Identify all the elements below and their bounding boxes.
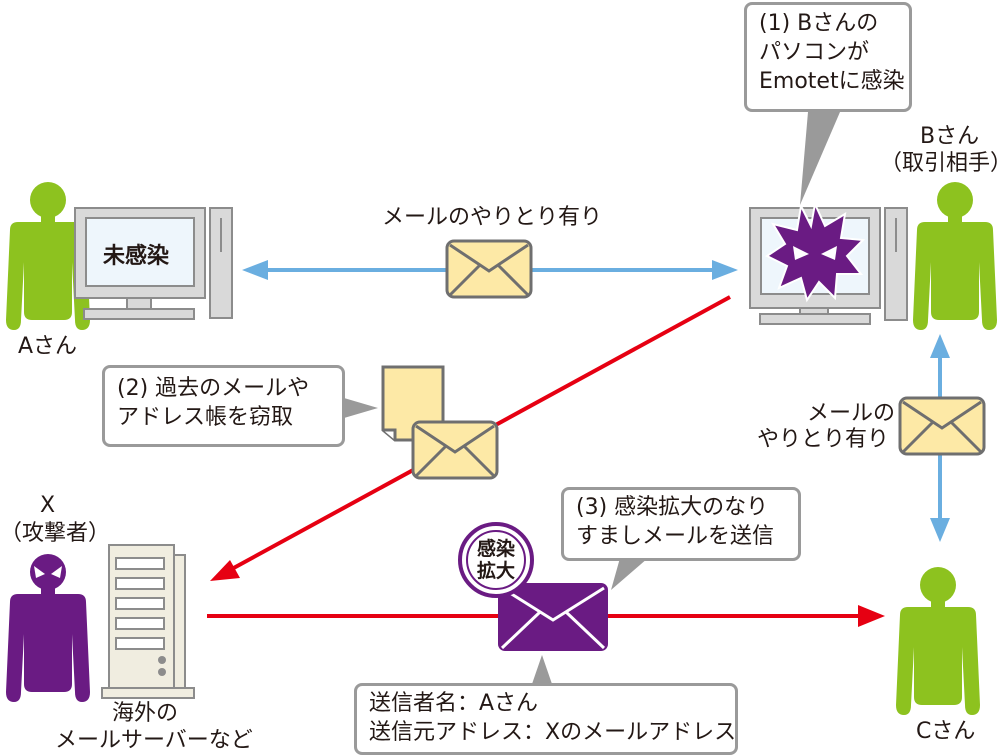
callout-spoof-tail bbox=[532, 655, 552, 684]
callout-step3: (3) 感染拡大のなり すましメールを送信 bbox=[561, 487, 801, 561]
callout-step2-line1: (2) 過去のメールや bbox=[117, 376, 310, 401]
server-icon bbox=[101, 544, 195, 699]
callout-step3-line1: (3) 感染拡大のなり bbox=[576, 495, 769, 520]
badge-line2: 拡大 bbox=[476, 560, 515, 582]
attacker-role-label: （攻撃者） bbox=[0, 521, 111, 546]
attacker-x-icon bbox=[6, 554, 90, 702]
callout-spoof-line2: 送信元アドレス：Xのメールアドレス bbox=[369, 720, 737, 745]
callout-1-tail bbox=[800, 112, 840, 205]
server-label-2: メールサーバーなど bbox=[55, 728, 253, 753]
callout-spoofed-sender: 送信者名：Aさん 送信元アドレス：Xのメールアドレス bbox=[354, 683, 738, 755]
exchange-label-b-c-2: やりとり有り bbox=[757, 427, 890, 452]
server-label-1: 海外の bbox=[112, 701, 179, 726]
callout-spoof-line1: 送信者名：Aさん bbox=[369, 691, 539, 716]
callout-2-tail bbox=[344, 398, 378, 418]
infection-spread-badge bbox=[458, 522, 534, 598]
person-b-label: Bさん bbox=[920, 124, 980, 149]
virus-icon bbox=[765, 200, 866, 303]
exchange-label-a-b: メールのやりとり有り bbox=[382, 205, 603, 230]
computer-a-icon bbox=[74, 207, 233, 320]
attacker-label: X bbox=[40, 493, 56, 518]
callout-step3-line2: すましメールを送信 bbox=[576, 524, 775, 549]
stolen-envelope-icon bbox=[411, 420, 499, 480]
badge-label: 感染 拡大 bbox=[476, 538, 516, 582]
callout-step1-line2: パソコンが bbox=[759, 40, 870, 65]
badge-line1: 感染 bbox=[476, 538, 515, 560]
envelope-b-c-icon bbox=[898, 396, 986, 456]
person-b-icon bbox=[913, 182, 997, 330]
callout-step1: (1) Bさんの パソコンが Emotetに感染 bbox=[744, 2, 912, 112]
person-c-icon bbox=[896, 567, 980, 715]
callout-step1-line1: (1) Bさんの bbox=[759, 11, 879, 36]
callout-3-tail bbox=[611, 558, 648, 590]
person-c-label: Cさん bbox=[916, 719, 976, 744]
person-a-label: Aさん bbox=[18, 334, 78, 359]
callout-step1-line3: Emotetに感染 bbox=[759, 69, 905, 94]
callout-step2-line2: アドレス帳を窃取 bbox=[117, 405, 294, 430]
exchange-label-b-c-1: メールの bbox=[807, 401, 896, 426]
envelope-a-b-icon bbox=[445, 239, 533, 299]
infected-envelope-icon bbox=[498, 583, 608, 651]
screen-status-uninfected: 未感染 bbox=[103, 244, 170, 269]
person-b-role-label: （取引相手） bbox=[880, 151, 1000, 176]
callout-step2: (2) 過去のメールや アドレス帳を窃取 bbox=[102, 365, 345, 447]
